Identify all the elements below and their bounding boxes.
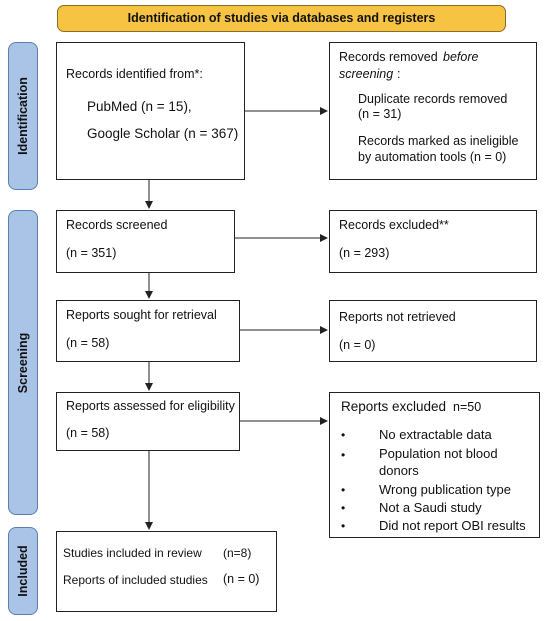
box-reports-not-retrieved: Reports not retrieved (n = 0)	[329, 300, 537, 362]
exclusion-reason: Not a Saudi study	[379, 500, 482, 515]
phase-included: Included	[8, 527, 38, 615]
box-records-excluded: Records excluded** (n = 293)	[329, 210, 537, 273]
reports-not-retrieved-title: Reports not retrieved	[339, 310, 456, 324]
phase-screening: Screening	[8, 210, 38, 515]
box-records-identified: Records identified from*: PubMed (n = 15…	[56, 42, 245, 180]
reports-not-retrieved-count: (n = 0)	[339, 338, 376, 352]
records-removed-title-prefix: Records removed	[339, 50, 438, 64]
box-reports-sought: Reports sought for retrieval (n = 58)	[56, 300, 240, 362]
records-identified-pubmed: PubMed (n = 15),	[87, 99, 192, 114]
studies-included-label: Studies included in review	[63, 546, 202, 560]
exclusion-reason: No extractable data	[379, 427, 492, 442]
records-identified-title: Records identified from*:	[66, 67, 203, 81]
records-screened-count: (n = 351)	[66, 246, 117, 260]
records-excluded-count: (n = 293)	[339, 246, 390, 260]
reports-sought-title: Reports sought for retrieval	[66, 308, 217, 322]
phase-identification: Identification	[8, 42, 38, 190]
exclusion-reason: Did not report OBI results	[379, 518, 526, 533]
bullet: •	[341, 428, 346, 442]
ineligible-label-line2: by automation tools (n = 0)	[358, 150, 507, 164]
records-removed-title-italic-1: before	[443, 50, 479, 64]
records-screened-title: Records screened	[66, 218, 168, 232]
records-excluded-title: Records excluded**	[339, 218, 449, 232]
reports-assessed-count: (n = 58)	[66, 426, 110, 440]
box-records-removed: Records removed before screening : Dupli…	[329, 42, 537, 180]
box-reports-assessed: Reports assessed for eligibility (n = 58…	[56, 392, 240, 451]
bullet: •	[341, 483, 346, 497]
banner: Identification of studies via databases …	[57, 5, 506, 32]
reports-included-count: (n = 0)	[223, 572, 260, 586]
exclusion-reason-continued: donors	[379, 463, 419, 478]
ineligible-label-line1: Records marked as ineligible	[358, 134, 519, 148]
reports-included-label: Reports of included studies	[63, 573, 208, 587]
bullet: •	[341, 519, 346, 533]
bullet: •	[341, 448, 346, 462]
records-identified-scholar: Google Scholar (n = 367)	[87, 126, 239, 141]
duplicates-removed-count: (n = 31)	[358, 107, 402, 121]
reports-excluded-title: Reports excluded	[341, 399, 447, 414]
box-included: Studies included in review (n=8) Reports…	[56, 531, 277, 612]
studies-included-count: (n=8)	[223, 546, 252, 560]
box-reports-excluded: Reports excluded n=50 • No extractable d…	[329, 392, 540, 538]
exclusion-reason: Wrong publication type	[379, 482, 512, 497]
records-removed-title-italic-2: screening	[339, 67, 394, 81]
reports-excluded-count: n=50	[453, 400, 482, 414]
exclusion-reason: Population not blood	[379, 446, 498, 461]
reports-assessed-title: Reports assessed for eligibility	[66, 399, 235, 413]
bullet: •	[341, 501, 346, 515]
box-records-screened: Records screened (n = 351)	[56, 210, 235, 273]
duplicates-removed-label: Duplicate records removed	[358, 92, 508, 106]
reports-sought-count: (n = 58)	[66, 336, 110, 350]
records-removed-title-suffix: :	[397, 67, 401, 81]
